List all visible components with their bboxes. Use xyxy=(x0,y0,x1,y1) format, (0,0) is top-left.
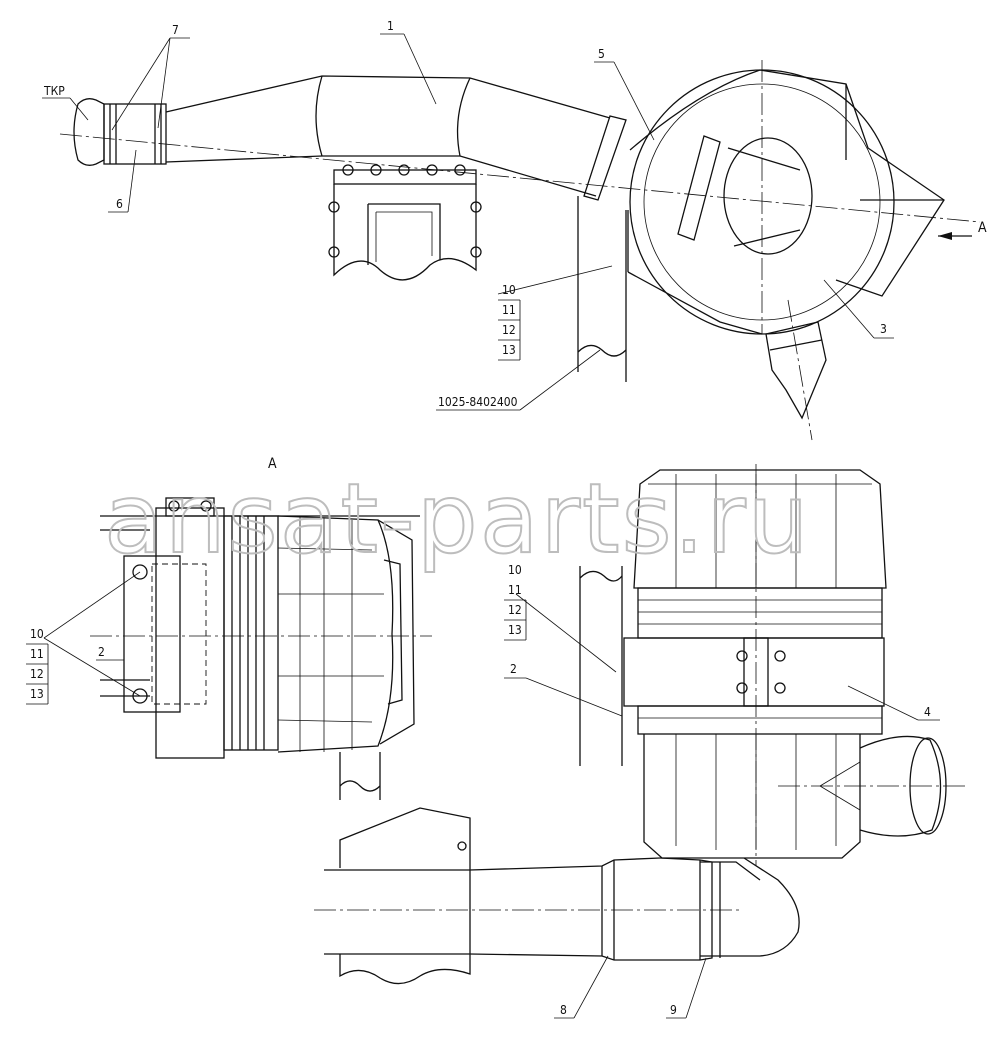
callout-2-side: 2 xyxy=(510,662,517,676)
callout-9: 9 xyxy=(670,1003,677,1017)
callout-2-view-a: 2 xyxy=(98,645,105,659)
stack2-item: 10 xyxy=(30,627,44,641)
frame-post-top xyxy=(577,196,627,382)
intake-pipe xyxy=(165,75,611,197)
callout-1: 1 xyxy=(387,19,394,33)
watermark: ansat-parts.ru xyxy=(104,463,811,575)
band-bolt xyxy=(736,650,786,694)
hose-clamp-5 xyxy=(583,115,721,241)
support-bracket xyxy=(328,164,482,281)
stack3-item: 13 xyxy=(508,623,522,637)
stack3-item: 11 xyxy=(508,583,522,597)
stack2-item: 13 xyxy=(30,687,44,701)
callout-5: 5 xyxy=(598,47,605,61)
air-filter-housing-top xyxy=(627,69,945,420)
stack2-item: 12 xyxy=(30,667,44,681)
turbo-connector xyxy=(73,98,167,166)
view-arrow-a: A xyxy=(938,220,987,240)
callout-8: 8 xyxy=(560,1003,567,1017)
view-marker: A xyxy=(978,220,987,236)
callout-labels: 1 5 7 ТКР 6 3 1025-8402400 2 2 4 8 9 10 … xyxy=(30,19,931,1017)
stack2-item: 11 xyxy=(30,647,44,661)
stack1-item: 13 xyxy=(502,343,516,357)
callout-3: 3 xyxy=(880,322,887,336)
bracket-bolt xyxy=(328,164,482,258)
stack1-item: 12 xyxy=(502,323,516,337)
stack1-item: 10 xyxy=(502,283,516,297)
view-title: A xyxy=(268,456,277,472)
leaders xyxy=(26,33,940,1019)
top-view: A xyxy=(59,60,987,441)
part-number: 1025-8402400 xyxy=(438,395,518,409)
stack3-item: 12 xyxy=(508,603,522,617)
stack1-item: 11 xyxy=(502,303,516,317)
callout-6: 6 xyxy=(116,197,123,211)
side-view xyxy=(314,464,968,985)
callout-7: 7 xyxy=(172,23,179,37)
turbo-label: ТКР xyxy=(43,84,65,98)
view-a: A xyxy=(90,456,432,800)
callout-4: 4 xyxy=(924,705,931,719)
stack3-item: 10 xyxy=(508,563,522,577)
